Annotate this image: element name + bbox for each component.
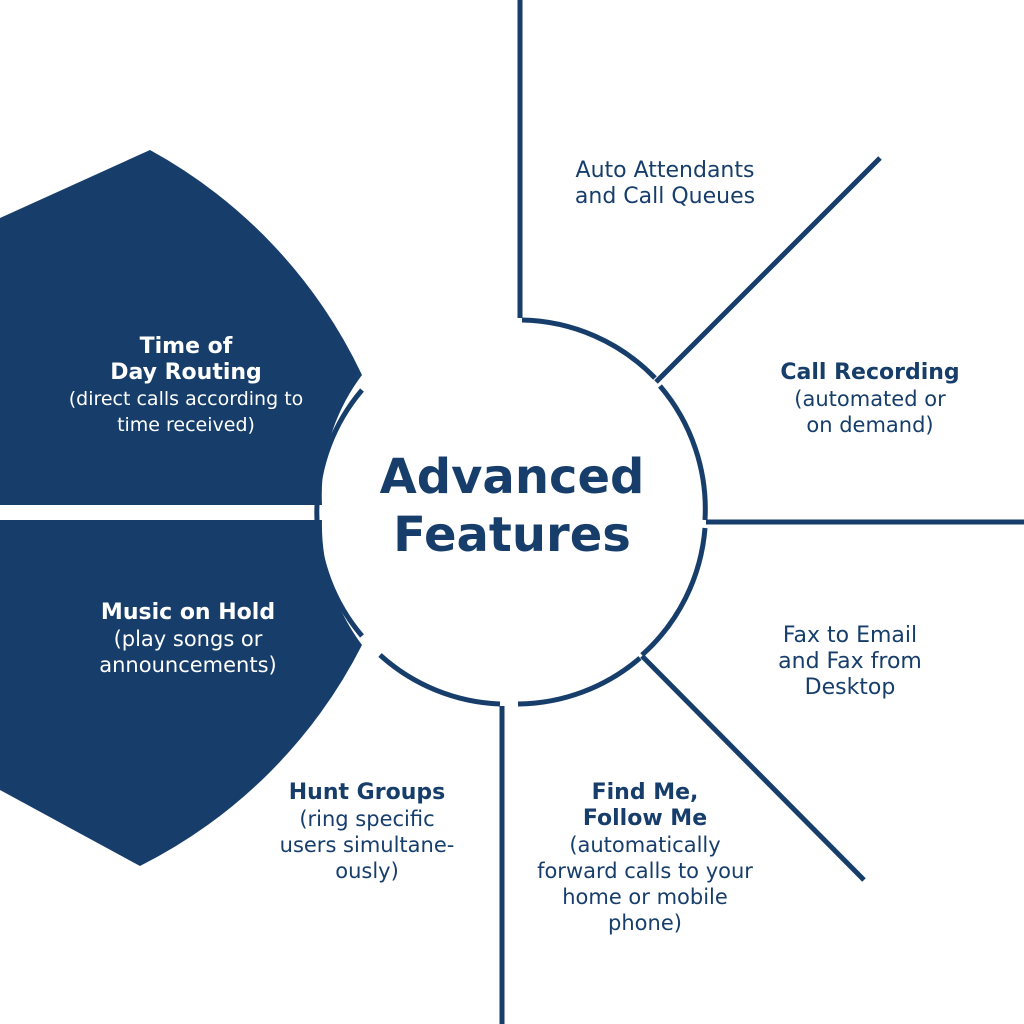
- feature-text: and Fax from: [778, 649, 922, 674]
- sector-music-on-hold: [0, 520, 362, 866]
- feature-auto-attendants: Auto Attendants and Call Queues: [540, 158, 790, 210]
- feature-description: forward calls to your: [537, 859, 753, 883]
- feature-text: Desktop: [804, 675, 896, 700]
- ring-arc-bottom-left: [378, 653, 501, 707]
- center-title: Advanced Features: [362, 448, 662, 564]
- center-title-line2: Features: [393, 507, 631, 563]
- ring-arc-bottom-right: [517, 656, 642, 707]
- feature-music-on-hold: Music on Hold (play songs or announcemen…: [52, 600, 324, 678]
- feature-description: home or mobile: [562, 885, 728, 909]
- feature-description: (play songs or: [113, 627, 263, 651]
- feature-title: Follow Me: [582, 806, 708, 831]
- sector-time-of-day-routing: [0, 150, 362, 505]
- feature-title: Hunt Groups: [288, 780, 446, 805]
- feature-description: on demand): [806, 413, 934, 437]
- feature-find-me-follow-me: Find Me, Follow Me (automatically forwar…: [520, 780, 770, 936]
- ring-arc-left: [314, 388, 364, 638]
- feature-description: (automatically: [569, 833, 721, 857]
- feature-title: Call Recording: [780, 360, 960, 385]
- feature-text: Fax to Email: [782, 623, 918, 648]
- feature-call-recording: Call Recording (automated or on demand): [760, 360, 980, 438]
- feature-title: Day Routing: [110, 360, 262, 385]
- feature-description: (direct calls according to: [68, 388, 304, 410]
- feature-description: (ring specific: [299, 807, 435, 831]
- center-title-line1: Advanced: [379, 449, 645, 505]
- feature-description: announcements): [99, 653, 277, 677]
- feature-description: ously): [335, 859, 399, 883]
- feature-time-of-day-routing: Time of Day Routing (direct calls accord…: [40, 334, 332, 438]
- feature-title: Time of: [139, 334, 233, 359]
- ring-arc-top: [521, 317, 657, 380]
- ring-arc-right-upper: [658, 384, 708, 521]
- ring-arc-right-lower: [640, 527, 708, 657]
- feature-hunt-groups: Hunt Groups (ring specific users simulta…: [262, 780, 472, 884]
- feature-text: Auto Attendants: [575, 158, 755, 183]
- feature-description: users simultane-: [279, 833, 455, 857]
- feature-description: phone): [608, 911, 682, 935]
- feature-text: and Call Queues: [574, 184, 756, 209]
- feature-description: (automated or: [794, 387, 946, 411]
- feature-fax: Fax to Email and Fax from Desktop: [750, 623, 950, 701]
- feature-description: time received): [117, 414, 255, 436]
- spoke-bottom-right: [640, 654, 866, 882]
- feature-title: Music on Hold: [100, 600, 276, 625]
- feature-title: Find Me,: [591, 780, 699, 805]
- spoke-top-right: [654, 156, 882, 384]
